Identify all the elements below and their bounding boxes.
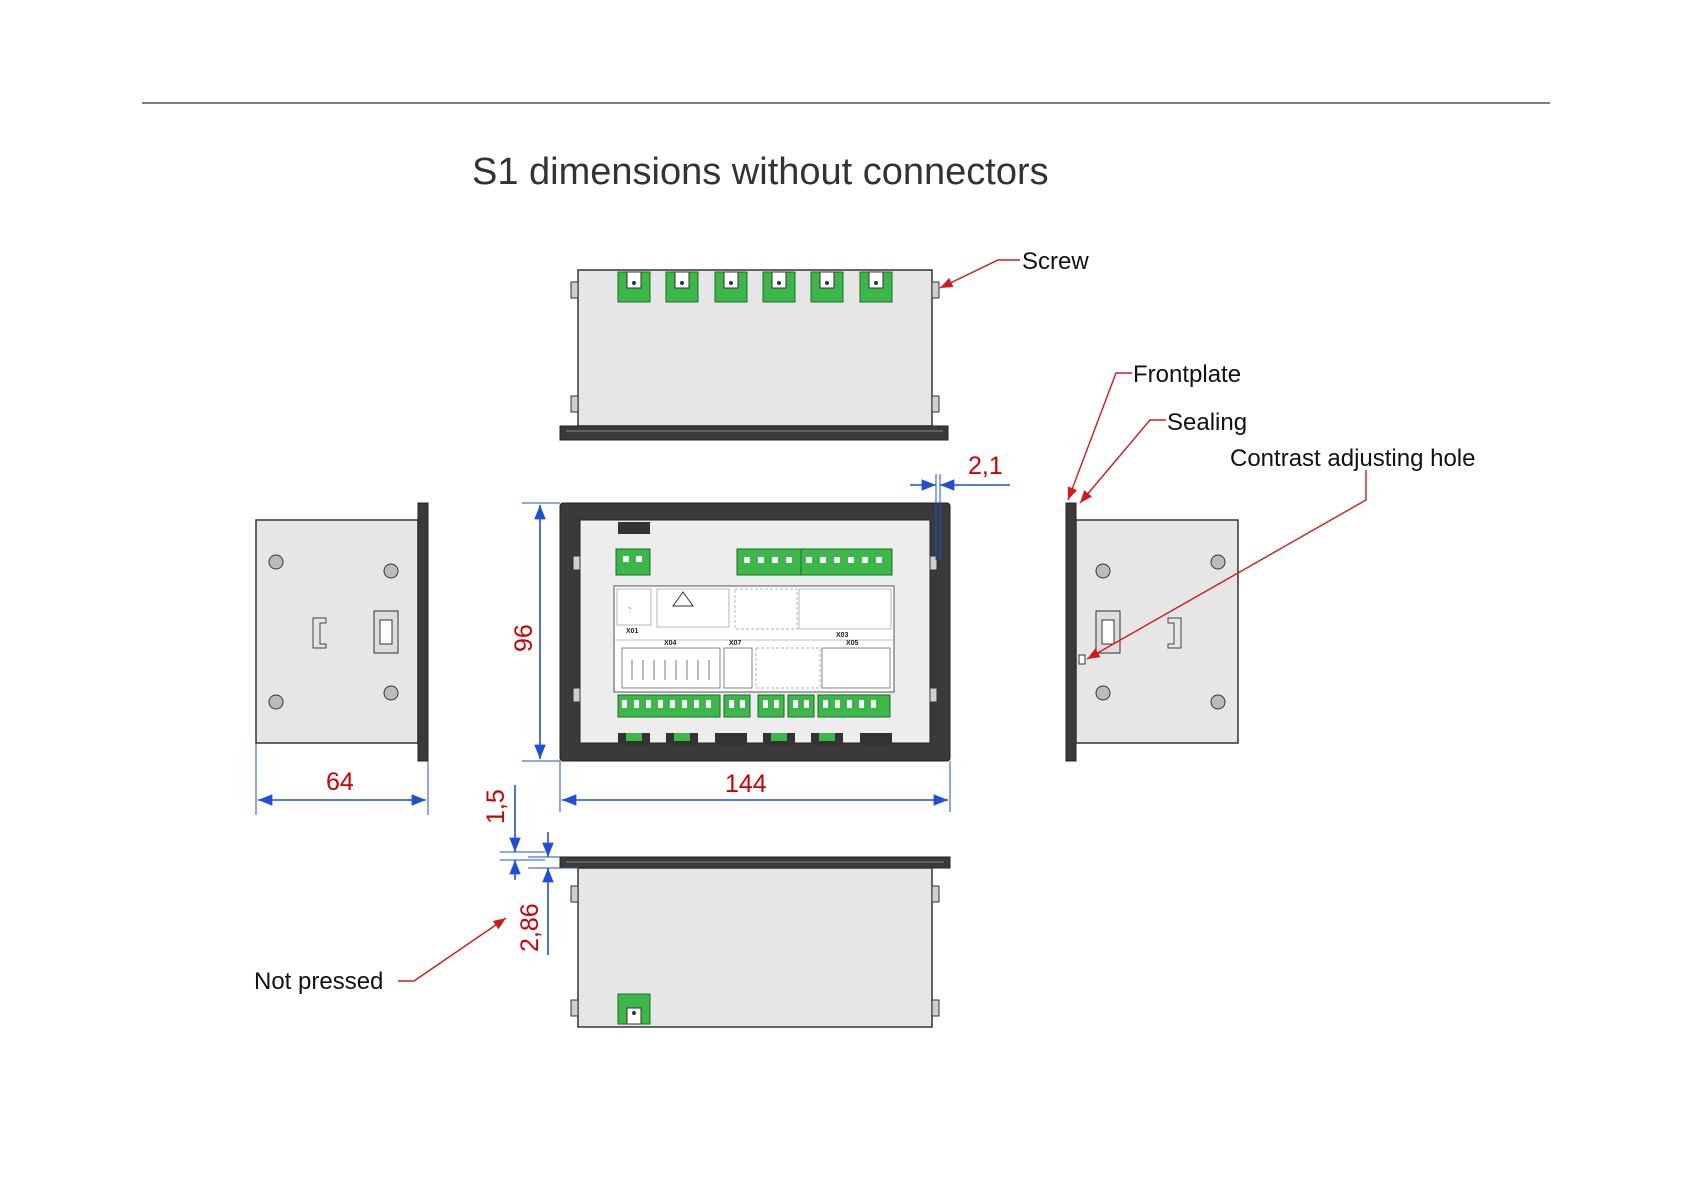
screw-icon (384, 564, 398, 578)
screw-icon (1096, 686, 1110, 700)
screw-icon (932, 1000, 939, 1016)
terminal-block-icon (715, 272, 747, 302)
dim-label-not-pressed: 2,86 (516, 903, 544, 952)
bottom-view (560, 857, 950, 1027)
callout-screw: Screw (1022, 248, 1089, 275)
dim-label-depth: 64 (326, 768, 354, 796)
screw-icon (1211, 695, 1225, 709)
connector-label-x05: X05 (846, 640, 859, 647)
dim-label-sealing: 1,5 (482, 789, 510, 824)
dim-label-height: 96 (510, 624, 538, 652)
callout-not-pressed: Not pressed (254, 968, 383, 995)
screw-icon (1096, 564, 1110, 578)
terminal-block-icon (860, 272, 892, 302)
screw-icon (571, 886, 578, 902)
screw-icon (571, 282, 578, 298)
dim-height: 96 (510, 503, 560, 761)
connector-label-x04: X04 (664, 640, 677, 647)
screw-icon (269, 695, 283, 709)
terminal-block-icon (666, 272, 698, 302)
screw-icon (269, 555, 283, 569)
screw-leader (940, 260, 1020, 288)
dim-label-width: 144 (725, 770, 767, 798)
front-view: ~ X01 X03 X04 X07 X05 (560, 503, 950, 761)
dim-label-frontplate: 2,1 (968, 452, 1003, 480)
drawing-title: S1 dimensions without connectors (472, 151, 1049, 193)
frontplate-leader (1068, 373, 1132, 500)
dim-sealing-thickness: 1,5 (482, 785, 545, 880)
top-view (560, 270, 948, 440)
left-side-view (256, 503, 428, 761)
screw-icon (932, 886, 939, 902)
screw-icon (1211, 555, 1225, 569)
screw-icon (571, 396, 578, 412)
screw-icon (932, 396, 939, 412)
svg-text:~: ~ (628, 606, 632, 612)
right-side-view (1066, 503, 1238, 761)
connector-label-x01: X01 (626, 628, 639, 635)
connector-label-x03: X03 (836, 632, 849, 639)
callout-frontplate: Frontplate (1133, 361, 1241, 388)
callout-contrast-hole: Contrast adjusting hole (1230, 445, 1475, 472)
contrast-hole-icon (1079, 655, 1085, 664)
callout-sealing: Sealing (1167, 409, 1247, 436)
not-pressed-leader (398, 918, 506, 981)
dim-width: 144 (560, 761, 950, 812)
terminal-block-icon (763, 272, 795, 302)
connector-label-x07: X07 (729, 640, 742, 647)
screw-icon (571, 1000, 578, 1016)
dim-not-pressed-thickness: 2,86 (516, 832, 578, 955)
terminal-block-icon (811, 272, 843, 302)
screw-icon (932, 282, 939, 298)
dim-depth: 64 (256, 743, 428, 815)
screw-icon (384, 686, 398, 700)
terminal-block-icon (618, 994, 650, 1024)
terminal-block-icon (618, 272, 650, 302)
